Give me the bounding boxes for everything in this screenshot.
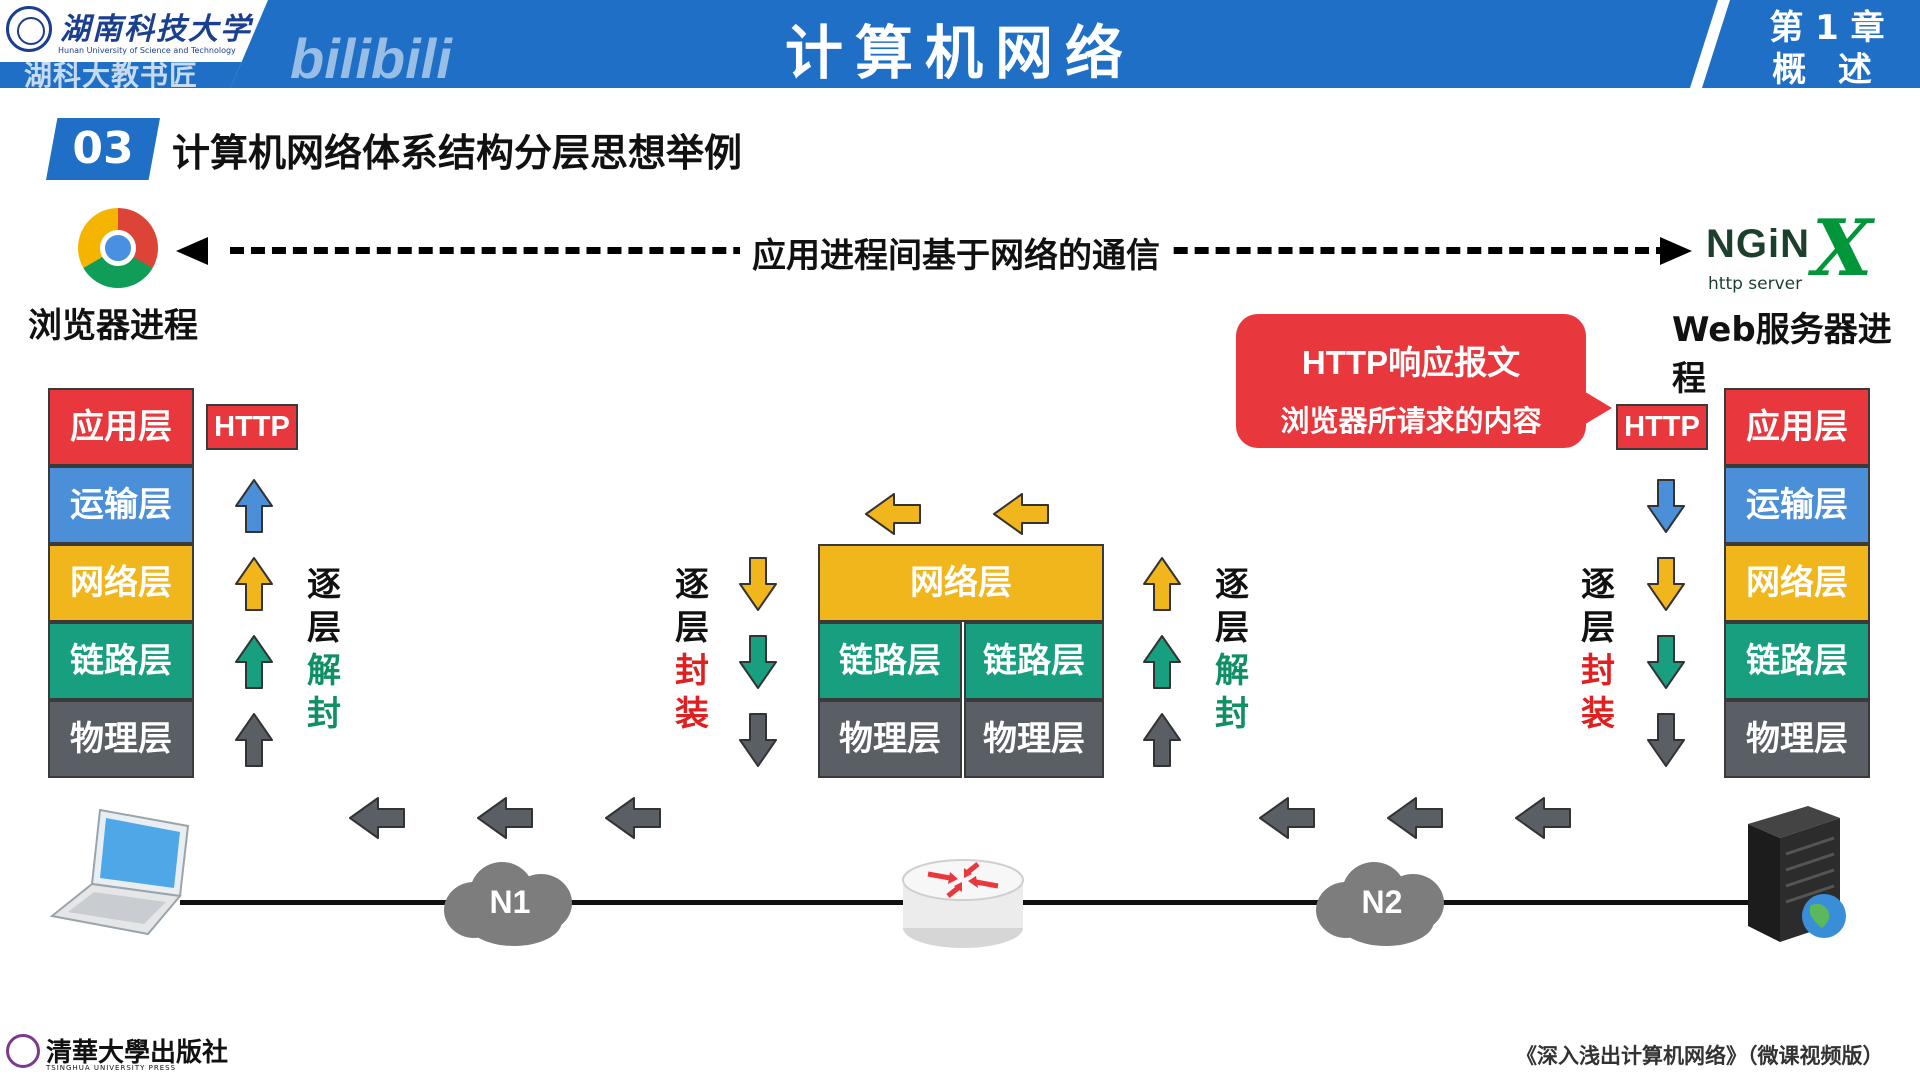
down-arrow-icon — [1647, 635, 1685, 689]
chapter-name: 概 述 — [1772, 50, 1882, 90]
encap-char-2: 层 — [1581, 608, 1615, 648]
university-name-en: Hunan University of Science and Technolo… — [58, 46, 236, 55]
up-arrow-icon — [235, 557, 273, 611]
decap-char-2: 层 — [1215, 608, 1249, 648]
laptop-icon — [49, 808, 190, 936]
section-number: 03 — [46, 118, 160, 180]
up-arrow-icon — [235, 479, 273, 533]
server-icon — [1748, 806, 1846, 942]
router-link-layer-1: 链路层 — [818, 622, 962, 700]
decap-char-2: 层 — [307, 608, 341, 648]
decap-char-1: 逐 — [1215, 565, 1249, 605]
cloud-icon: N2 — [1312, 856, 1452, 946]
left-arrow-icon — [477, 797, 533, 839]
up-arrow-icon — [1143, 713, 1181, 767]
up-arrow-icon — [1143, 557, 1181, 611]
encap-char-3: 封 — [675, 651, 709, 691]
nginx-subtitle: http server — [1708, 274, 1803, 294]
decap-char-3: 解 — [307, 651, 341, 691]
down-arrow-icon — [1647, 479, 1685, 533]
callout-title: HTTP响应报文 — [1301, 344, 1521, 381]
university-seal-icon — [6, 6, 52, 52]
left-decap-label: 逐 层 解 封 — [304, 564, 344, 736]
router-decap-label: 逐 层 解 封 — [1212, 564, 1252, 736]
bilibili-watermark: bilibili — [290, 27, 452, 90]
decap-char-4: 封 — [307, 694, 341, 734]
down-arrow-icon — [1647, 557, 1685, 611]
down-arrow-icon — [1647, 713, 1685, 767]
router-physical-layer-1: 物理层 — [818, 700, 962, 778]
arrowhead-left-icon — [176, 237, 208, 265]
right-link-layer: 链路层 — [1724, 622, 1870, 700]
decap-char-3: 解 — [1215, 651, 1249, 691]
down-arrow-icon — [739, 557, 777, 611]
section-title: 计算机网络体系结构分层思想举例 — [172, 131, 743, 175]
left-arrow-icon — [865, 493, 921, 535]
router-encap-label: 逐 层 封 装 — [672, 564, 712, 736]
router-network-layer: 网络层 — [818, 544, 1104, 622]
encap-char-3: 封 — [1581, 651, 1615, 691]
encap-char-1: 逐 — [1581, 565, 1615, 605]
decap-char-4: 封 — [1215, 694, 1249, 734]
left-arrow-icon — [1259, 797, 1315, 839]
chrome-icon — [78, 208, 158, 288]
left-transport-layer: 运输层 — [48, 466, 194, 544]
arrowhead-right-icon — [1660, 237, 1692, 265]
left-arrow-icon — [605, 797, 661, 839]
callout-pointer — [1582, 390, 1612, 426]
router-link-layer-2: 链路层 — [964, 622, 1104, 700]
left-arrow-icon — [1387, 797, 1443, 839]
header-bar — [0, 0, 1920, 88]
left-physical-layer: 物理层 — [48, 700, 194, 778]
cloud-icon: N1 — [440, 856, 580, 946]
callout-subtitle: 浏览器所请求的内容 — [1280, 404, 1542, 438]
left-link-layer: 链路层 — [48, 622, 194, 700]
http-response-callout: HTTP响应报文 浏览器所请求的内容 — [1236, 314, 1586, 448]
nginx-x-mark: X — [1812, 203, 1873, 294]
router-physical-layer-2: 物理层 — [964, 700, 1104, 778]
router-icon — [902, 859, 1024, 948]
right-encap-label: 逐 层 封 装 — [1578, 564, 1618, 736]
down-arrow-icon — [739, 635, 777, 689]
browser-process-label: 浏览器进程 — [28, 306, 198, 346]
tsinghua-seal-icon — [6, 1034, 40, 1068]
right-application-layer: 应用层 — [1724, 388, 1870, 466]
book-title: 《深入浅出计算机网络》（微课视频版） — [1516, 1044, 1884, 1068]
down-arrow-icon — [739, 713, 777, 767]
encap-char-2: 层 — [675, 608, 709, 648]
right-transport-layer: 运输层 — [1724, 466, 1870, 544]
university-name: 湖南科技大学 — [60, 12, 252, 47]
encap-char-4: 装 — [675, 694, 709, 734]
left-application-layer: 应用层 — [48, 388, 194, 466]
left-http-tag: HTTP — [206, 404, 298, 450]
publisher-name-en: TSINGHUA UNIVERSITY PRESS — [46, 1064, 177, 1072]
left-network-layer: 网络层 — [48, 544, 194, 622]
publisher-name: 清華大學出版社 — [46, 1038, 229, 1068]
right-physical-layer: 物理层 — [1724, 700, 1870, 778]
network-n2-label: N2 — [1361, 884, 1403, 920]
right-http-tag: HTTP — [1616, 404, 1708, 450]
up-arrow-icon — [235, 713, 273, 767]
course-title: 计算机网络 — [784, 19, 1135, 87]
up-arrow-icon — [235, 635, 273, 689]
encap-char-1: 逐 — [675, 565, 709, 605]
up-arrow-icon — [1143, 635, 1181, 689]
right-network-layer: 网络层 — [1724, 544, 1870, 622]
left-arrow-icon — [993, 493, 1049, 535]
chapter-number: 第 1 章 — [1769, 8, 1885, 48]
left-arrow-icon — [1515, 797, 1571, 839]
network-n1-label: N1 — [489, 884, 531, 920]
uploader-watermark: 湖科大教书匠 — [24, 59, 199, 92]
nginx-logo: NGiN — [1706, 222, 1810, 266]
web-server-process-label: Web服务器进程 — [1672, 310, 1892, 399]
communication-label: 应用进程间基于网络的通信 — [740, 228, 1172, 277]
decap-char-1: 逐 — [307, 565, 341, 605]
left-arrow-icon — [349, 797, 405, 839]
encap-char-4: 装 — [1581, 694, 1615, 734]
